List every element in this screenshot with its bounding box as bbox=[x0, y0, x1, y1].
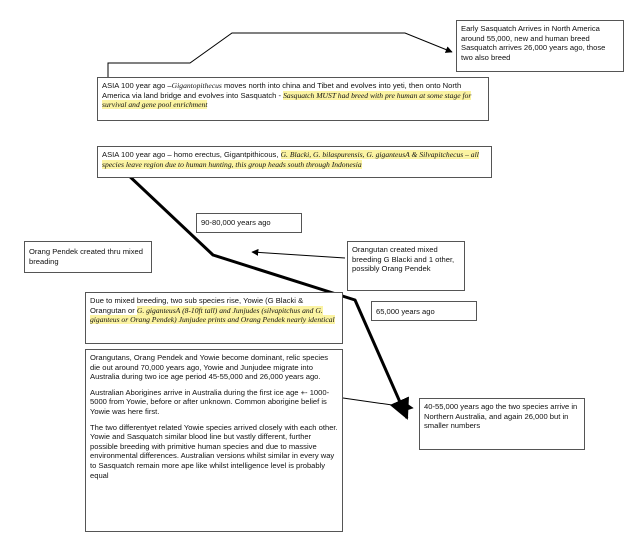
connector-orangutan bbox=[251, 248, 346, 259]
asia-homo-erectus-box: ASIA 100 year ago – homo erectus, Gigant… bbox=[97, 146, 492, 178]
years-90-80-box: 90-80,000 years ago bbox=[196, 213, 302, 233]
asia-gigantopithecus-box: ASIA 100 year ago –Gigantopithecus moves… bbox=[97, 77, 489, 121]
dominant-paragraph-2: Australian Aborigines arrive in Australi… bbox=[90, 387, 330, 416]
connector-to-early-sasquatch bbox=[107, 32, 453, 92]
early-sasquatch-box: Early Sasquatch Arrives in North America… bbox=[456, 20, 624, 72]
asia-erectus-prefix: ASIA 100 year ago – homo erectus, Gigant… bbox=[102, 150, 281, 159]
connector-to-northern-australia bbox=[342, 397, 414, 411]
asia-giganto-prefix: ASIA 100 year ago – bbox=[102, 81, 172, 90]
asia-giganto-middle: moves north into china and Tibet and evo… bbox=[102, 81, 462, 100]
mixed-breeding-prefix: Due to mixed breeding, two sub species r… bbox=[90, 296, 304, 315]
mixed-breeding-highlight: G. giganteusA (8-10ft tall) and Junjudes… bbox=[90, 305, 335, 325]
dominant-paragraph-3: The two differentyet related Yowie speci… bbox=[90, 422, 338, 480]
orangutan-mixed-box: Orangutan created mixed breeding G Black… bbox=[347, 241, 465, 291]
early-sasquatch-text: Early Sasquatch Arrives in North America… bbox=[461, 24, 606, 62]
years-65-text: 65,000 years ago bbox=[376, 307, 435, 316]
years-65-box: 65,000 years ago bbox=[371, 301, 477, 321]
orang-pendek-box: Orang Pendek created thru mixed breading bbox=[24, 241, 152, 273]
northern-australia-text: 40-55,000 years ago the two species arri… bbox=[424, 402, 578, 431]
asia-giganto-species: Gigantopithecus bbox=[171, 81, 222, 90]
orangutan-mixed-text: Orangutan created mixed breeding G Black… bbox=[352, 245, 455, 274]
northern-australia-box: 40-55,000 years ago the two species arri… bbox=[419, 398, 585, 450]
dominant-species-box: Orangutans, Orang Pendek and Yowie becom… bbox=[85, 349, 343, 532]
years-90-80-text: 90-80,000 years ago bbox=[201, 218, 271, 227]
orang-pendek-text: Orang Pendek created thru mixed breading bbox=[29, 247, 143, 266]
mixed-breeding-box: Due to mixed breeding, two sub species r… bbox=[85, 292, 343, 344]
dominant-paragraph-1: Orangutans, Orang Pendek and Yowie becom… bbox=[90, 353, 329, 382]
main-migration-path bbox=[123, 170, 409, 420]
